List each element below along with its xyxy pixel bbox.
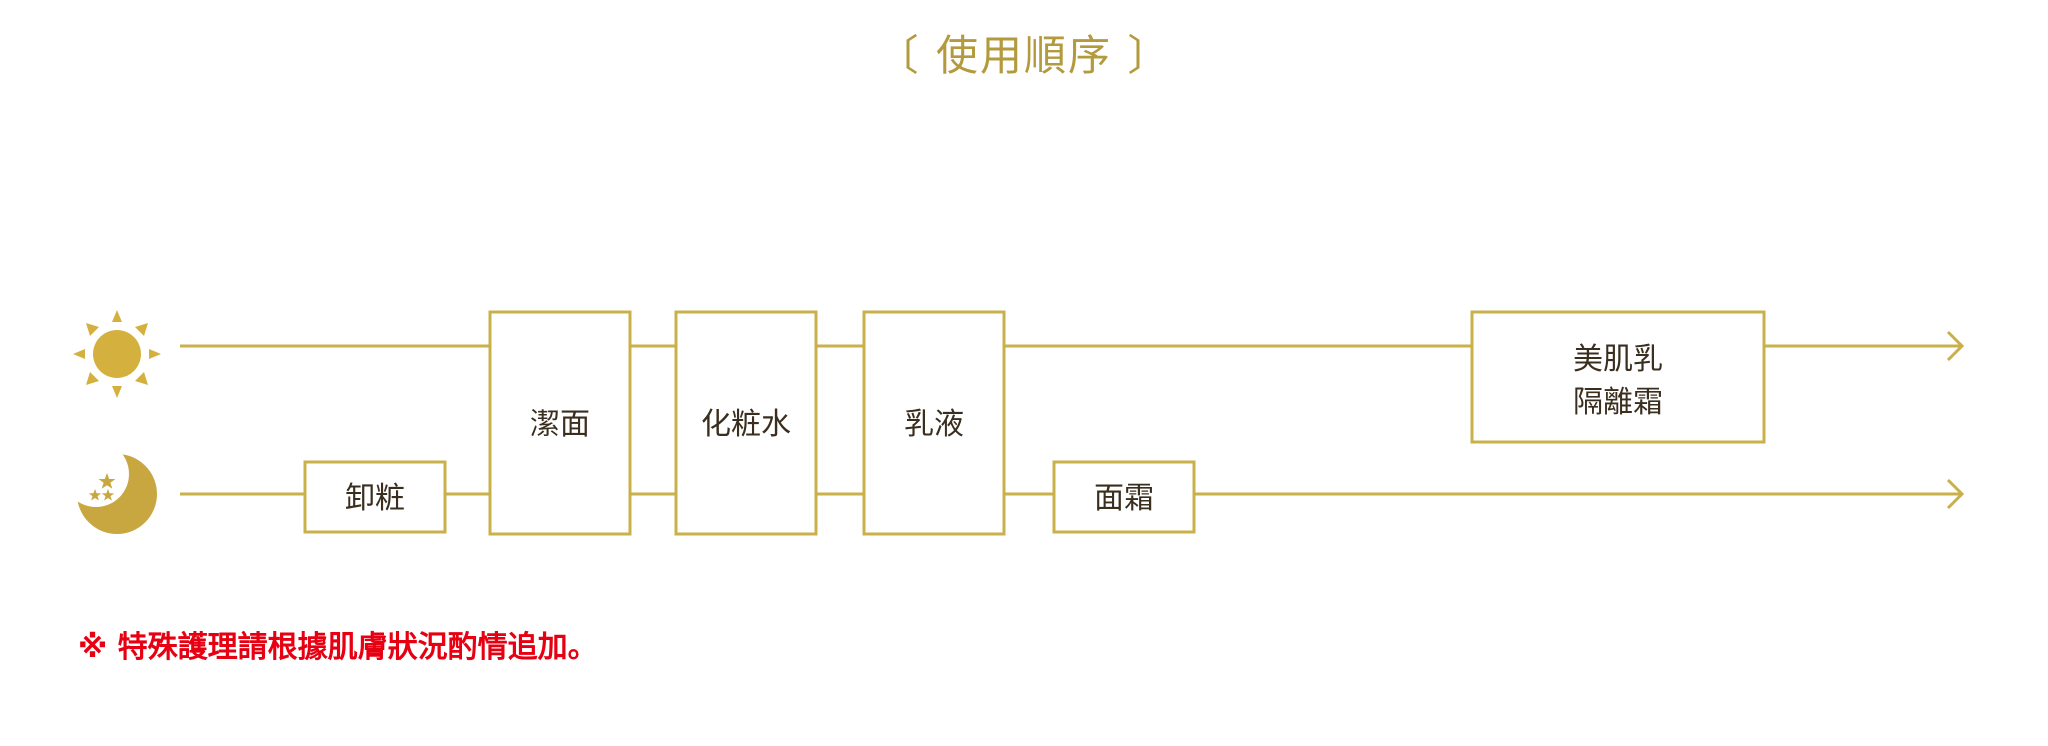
step-label-makeup-remover: 卸粧 [345,481,405,516]
step-label-emulsion: 乳液 [904,407,964,442]
step-box-makeup-remover [303,460,447,534]
crescent-moon-stars-icon [63,441,157,534]
step-box-cleanser [488,310,632,536]
sun-icon [73,310,161,398]
step-box-emulsion [862,310,1006,536]
step-label-toner: 化粧水 [701,407,791,442]
section-title: 〔 使用順序 〕 [876,31,1172,80]
step-label-cleanser: 潔面 [530,407,590,442]
step-box-primer [1470,310,1766,444]
note-text: ※ 特殊護理請根據肌膚狀況酌情追加。 [78,630,598,665]
step-box-cream [1052,460,1196,534]
step-label-primer-line2: 隔離霜 [1573,385,1663,420]
step-box-toner [674,310,818,536]
evening-arrow-head [1946,478,1965,510]
step-label-primer-line1: 美肌乳 [1573,342,1663,377]
step-label-cream: 面霜 [1094,481,1154,516]
morning-arrow-head [1946,330,1965,362]
